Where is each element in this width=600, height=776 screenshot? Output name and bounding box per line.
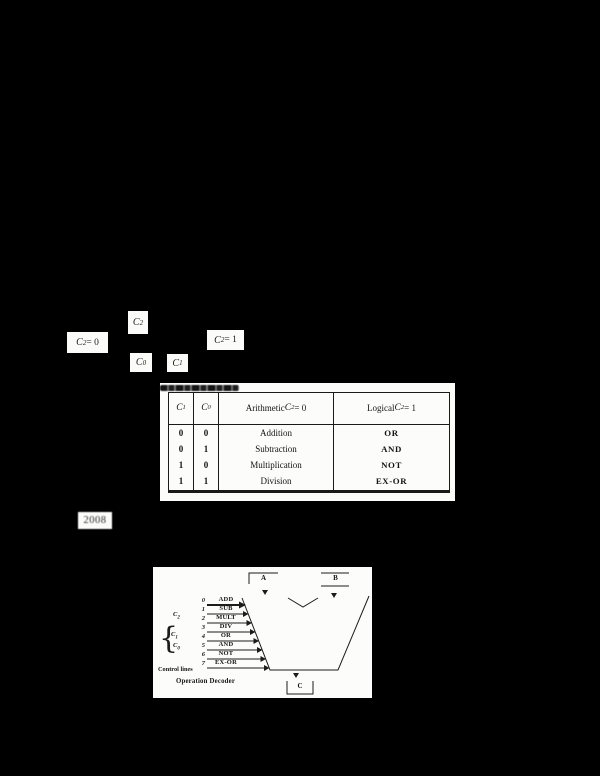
table-cell: Division [219, 473, 334, 490]
control-lines-brace: { [159, 621, 179, 656]
operation-label: NOT [218, 650, 234, 657]
operation-label: SUB [219, 605, 233, 612]
input-a-label: A [260, 574, 267, 582]
table-cell: NOT [381, 460, 402, 471]
operation-number: 7 [201, 660, 205, 667]
input-b-label: B [333, 574, 338, 582]
math-rest: = 0 [86, 337, 99, 348]
operation-number: 1 [201, 606, 205, 613]
operation-label: AND [218, 641, 234, 648]
math-base: C [135, 357, 143, 368]
table-cell: EX-OR [375, 476, 408, 487]
operation-label: EX-OR [215, 659, 237, 666]
arrow-down-c-icon [293, 673, 299, 678]
math-rest: = 1 [224, 335, 237, 345]
table-cell: 1 [169, 457, 194, 474]
table-cell: AND [381, 443, 402, 454]
operation-number: 6 [201, 651, 205, 658]
operation-number: 0 [201, 597, 205, 604]
control-line-c1-label: C1 [171, 631, 178, 641]
math-sub: 2 [220, 336, 225, 344]
operation-label: OR [220, 632, 232, 639]
alu-block-diagram-figure: A B 0 1 2 3 4 5 6 7 ADD SUB MULT DIV OR … [153, 567, 372, 698]
output-c-label: C [297, 682, 303, 690]
math-base: C [172, 357, 180, 369]
math-sub: 1 [179, 359, 183, 367]
arrowhead-icon [257, 647, 263, 653]
math-sub: 2 [82, 338, 87, 347]
decoder-arrow-lines [207, 613, 265, 669]
arrow-down-a-icon [262, 590, 268, 595]
operation-number: 3 [201, 624, 205, 631]
math-base: C [132, 317, 140, 328]
arrowhead-icon [253, 638, 259, 644]
arrowhead-icon [250, 629, 256, 635]
arrow-down-b-icon [331, 593, 337, 598]
table-cell: Addition [219, 425, 334, 442]
table-cell: 0 [194, 457, 219, 474]
control-lines-caption: Control lines [158, 666, 193, 673]
table-cell: 0 [169, 425, 194, 442]
table-cell: 1 [194, 441, 219, 458]
alu-trapezoid [241, 595, 370, 671]
table-cell: Subtraction [219, 441, 334, 458]
table-cell: OR [384, 427, 399, 438]
input-b-connector [321, 572, 349, 587]
arrowhead-icon [260, 656, 266, 662]
alu-top-notch [287, 597, 319, 608]
operation-number: 4 [201, 633, 205, 640]
alu-shape-drawing [207, 572, 370, 695]
operation-label: MULT [216, 614, 236, 621]
scan-smudge [160, 385, 239, 391]
table-cell: 1 [169, 473, 194, 490]
math-base: C [76, 337, 83, 348]
control-line-c2-label: C2 [173, 611, 180, 621]
table-cell: 0 [169, 441, 194, 458]
operation-decoder-caption: Operation Decoder [176, 678, 236, 685]
year-label: 2008 [78, 512, 112, 529]
operation-label: ADD [218, 596, 234, 603]
arrowhead-icon [246, 620, 252, 626]
table-cell: Multiplication [219, 457, 334, 474]
math-sub: 2 [139, 318, 144, 327]
output-c-box [286, 681, 314, 695]
operation-label: DIV [219, 623, 233, 630]
table-cell: 0 [194, 425, 219, 442]
input-a-connector [248, 572, 278, 584]
table-cell: 1 [194, 473, 219, 490]
arrowhead-icon [243, 611, 249, 617]
math-sub: 0 [142, 358, 147, 367]
arrowhead-icon [239, 601, 246, 609]
operation-number: 2 [201, 615, 205, 622]
math-base: C [214, 334, 221, 346]
control-line-c0-label: C0 [173, 642, 180, 652]
operation-number: 5 [201, 642, 205, 649]
arrowhead-icon [264, 665, 270, 671]
